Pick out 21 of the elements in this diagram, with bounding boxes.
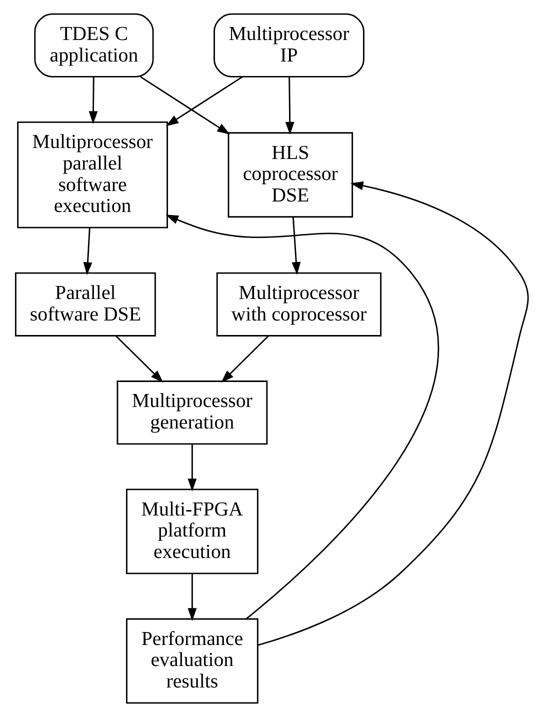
node-box: TDES C application <box>34 13 154 78</box>
arrow <box>188 574 197 621</box>
node-box: Performance evaluation results <box>126 618 258 704</box>
node-box: Multiprocessor parallel software execution <box>17 122 168 228</box>
arrow <box>83 228 92 276</box>
arrow <box>115 335 164 383</box>
arrow <box>166 76 243 126</box>
arrow <box>285 76 294 135</box>
arrow <box>166 214 438 620</box>
node-box: Multiprocessor generation <box>116 380 268 445</box>
arrow <box>88 76 98 124</box>
arrow <box>292 217 301 275</box>
node-box: Multi-FPGA platform execution <box>126 488 258 574</box>
arrow <box>188 444 197 492</box>
node-box: Parallel software DSE <box>14 272 156 336</box>
node-box: Multiprocessor IP <box>214 13 364 78</box>
node-box: HLS coprocessor DSE <box>228 132 354 218</box>
arrow <box>140 76 230 135</box>
arrow <box>221 335 270 383</box>
arrow <box>258 181 529 646</box>
node-box: Multiprocessor with coprocessor <box>216 272 382 336</box>
